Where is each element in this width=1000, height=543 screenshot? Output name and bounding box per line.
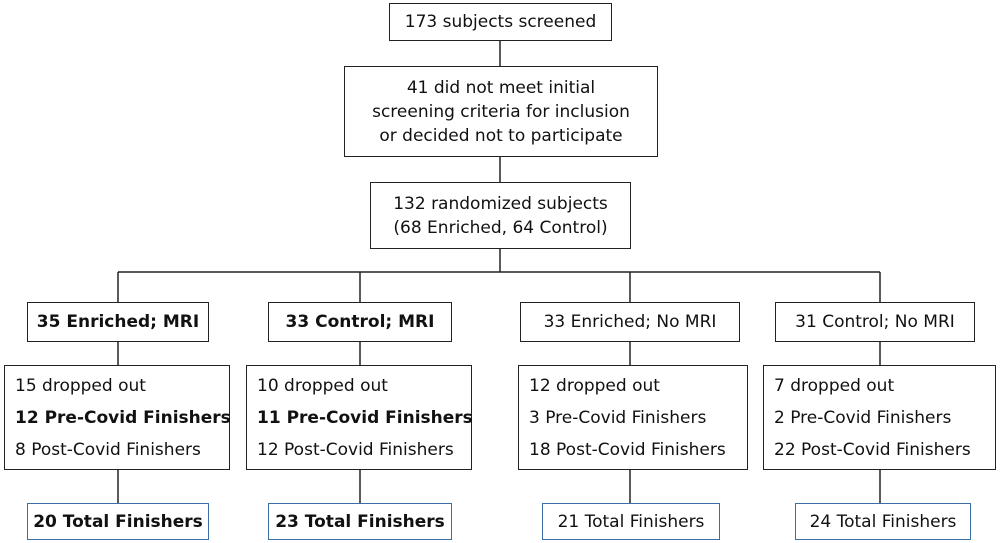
randomized-line-1: 132 randomized subjects: [393, 193, 608, 214]
arm-1-pre-covid: 12 Pre-Covid Finishers: [15, 408, 231, 428]
arm-1-label: 35 Enriched; MRI: [36, 312, 200, 332]
arm-2-label: 33 Control; MRI: [285, 312, 435, 332]
arm-2-dropped: 10 dropped out: [257, 376, 388, 396]
randomized-box: 132 randomized subjects (68 Enriched, 64…: [370, 182, 631, 249]
arm-4-detail-box: 7 dropped out 2 Pre-Covid Finishers 22 P…: [763, 365, 996, 470]
arm-3-total: 21 Total Finishers: [557, 511, 705, 532]
arm-4-dropped: 7 dropped out: [774, 376, 895, 396]
arm-4-total-box: 24 Total Finishers: [795, 503, 971, 540]
arm-1-dropped: 15 dropped out: [15, 376, 146, 396]
screened-box: 173 subjects screened: [389, 3, 612, 41]
screened-text: 173 subjects screened: [404, 12, 597, 32]
arm-1-label-box: 35 Enriched; MRI: [27, 302, 209, 342]
arm-2-detail-box: 10 dropped out 11 Pre-Covid Finishers 12…: [246, 365, 473, 470]
arm-2-pre-covid: 11 Pre-Covid Finishers: [257, 408, 473, 428]
excluded-line-3: or decided not to participate: [379, 125, 623, 146]
arm-2-post-covid: 12 Post-Covid Finishers: [257, 440, 454, 460]
excluded-line-2: screening criteria for inclusion: [372, 101, 630, 122]
arm-2-label-box: 33 Control; MRI: [268, 302, 452, 342]
arm-4-total: 24 Total Finishers: [809, 511, 957, 532]
arm-3-post-covid: 18 Post-Covid Finishers: [529, 440, 726, 460]
arm-3-detail-box: 12 dropped out 3 Pre-Covid Finishers 18 …: [518, 365, 748, 470]
arm-3-label: 33 Enriched; No MRI: [543, 312, 717, 332]
arm-4-post-covid: 22 Post-Covid Finishers: [774, 440, 971, 460]
arm-4-label: 31 Control; No MRI: [795, 312, 955, 332]
arm-2-total-box: 23 Total Finishers: [268, 503, 452, 540]
arm-2-total: 23 Total Finishers: [275, 511, 445, 532]
arm-1-post-covid: 8 Post-Covid Finishers: [15, 440, 201, 460]
arm-3-pre-covid: 3 Pre-Covid Finishers: [529, 408, 707, 428]
arm-1-total-box: 20 Total Finishers: [27, 503, 209, 540]
arm-3-dropped: 12 dropped out: [529, 376, 660, 396]
arm-3-total-box: 21 Total Finishers: [542, 503, 720, 540]
arm-3-label-box: 33 Enriched; No MRI: [520, 302, 740, 342]
excluded-box: 41 did not meet initial screening criter…: [344, 66, 658, 157]
arm-4-pre-covid: 2 Pre-Covid Finishers: [774, 408, 952, 428]
arm-4-label-box: 31 Control; No MRI: [775, 302, 975, 342]
arm-1-total: 20 Total Finishers: [33, 511, 203, 532]
randomized-line-2: (68 Enriched, 64 Control): [393, 217, 608, 238]
excluded-line-1: 41 did not meet initial: [406, 77, 596, 98]
arm-1-detail-box: 15 dropped out 12 Pre-Covid Finishers 8 …: [4, 365, 231, 470]
